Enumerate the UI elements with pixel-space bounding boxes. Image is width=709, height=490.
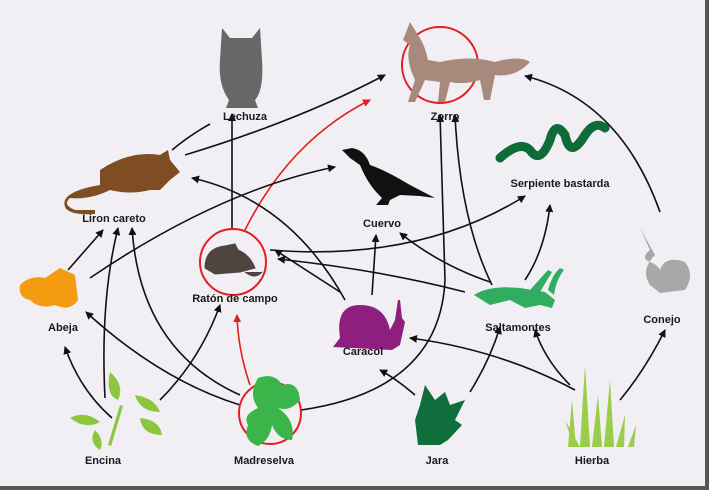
link-raton-to-zorro	[244, 99, 371, 231]
link-caracol-to-liron	[191, 175, 346, 301]
rockrose-icon	[415, 385, 465, 445]
link-caracol-to-cuervo	[371, 234, 380, 296]
link-jara-to-caracol	[379, 369, 416, 396]
raton-highlight-ring	[199, 228, 267, 296]
label-zorro: Zorro	[430, 111, 460, 123]
label-liron: Liron careto	[82, 213, 146, 225]
grasshopper-icon	[474, 268, 564, 308]
link-hierba-to-saltamontes	[533, 329, 571, 386]
honeysuckle-icon	[246, 376, 300, 446]
link-saltamontes-to-serpiente	[524, 204, 554, 281]
label-cuervo: Cuervo	[363, 218, 401, 230]
fox-icon	[403, 22, 530, 102]
snail-icon	[333, 300, 405, 350]
dormouse-icon	[64, 150, 180, 215]
label-abeja: Abeja	[48, 322, 78, 334]
label-conejo: Conejo	[643, 314, 681, 326]
label-jara: Jara	[425, 455, 449, 467]
label-lechuza: Lechuza	[222, 111, 268, 123]
label-raton: Ratón de campo	[192, 293, 278, 305]
link-saltamontes-to-raton	[277, 255, 466, 293]
link-conejo-to-zorro	[524, 73, 661, 213]
link-liron-to-lechuza	[171, 123, 211, 151]
owl-icon	[219, 28, 263, 108]
link-liron-to-zorro	[184, 74, 386, 156]
label-madreselva: Madreselva	[234, 455, 294, 467]
link-encina-to-liron	[103, 227, 121, 399]
rabbit-icon	[640, 228, 690, 293]
link-madreselva-to-liron	[128, 227, 241, 396]
label-serpiente: Serpiente bastarda	[510, 178, 610, 190]
bee-icon	[19, 268, 78, 308]
label-hierba: Hierba	[574, 455, 610, 467]
label-saltamontes: Saltamontes	[485, 322, 551, 334]
grass-icon	[565, 365, 636, 447]
snake-icon	[495, 120, 610, 163]
link-abeja-to-liron	[67, 229, 104, 271]
label-caracol: Caracol	[342, 346, 384, 358]
link-caracol-to-raton	[274, 249, 341, 293]
link-encina-to-abeja	[63, 346, 113, 419]
crow-icon	[342, 148, 435, 205]
link-hierba-to-caracol	[409, 334, 576, 391]
link-encina-to-raton	[159, 304, 222, 401]
link-jara-to-saltamontes	[469, 326, 502, 393]
link-saltamontes-to-cuervo	[399, 232, 491, 283]
link-abeja-to-cuervo	[89, 164, 336, 279]
link-raton-to-serpiente	[269, 195, 526, 253]
link-hierba-to-conejo	[619, 329, 666, 401]
field-mouse-icon	[204, 243, 263, 277]
link-saltamontes-to-zorro	[451, 114, 493, 286]
link-madreselva-to-zorro	[300, 114, 446, 411]
link-madreselva-to-abeja	[85, 311, 241, 406]
oak-leaves-icon	[70, 372, 162, 450]
label-encina: Encina	[84, 455, 122, 467]
link-madreselva-to-raton	[233, 314, 251, 386]
